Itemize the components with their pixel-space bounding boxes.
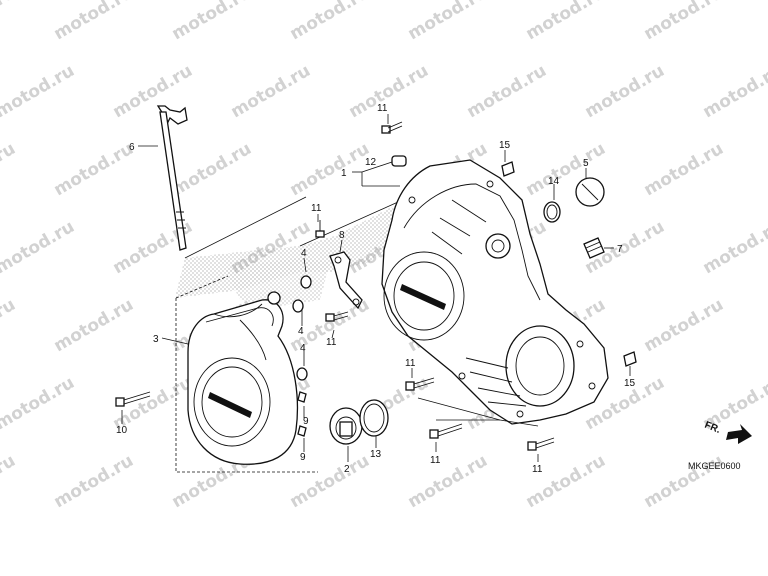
- watermark-text: motod.ru: [0, 217, 78, 278]
- watermark-text: motod.ru: [700, 61, 768, 122]
- watermark-text: motod.ru: [287, 0, 373, 44]
- watermark-text: motod.ru: [523, 0, 609, 44]
- callout-9a: 9: [303, 416, 309, 427]
- watermark-text: motod.ru: [0, 139, 19, 200]
- callout-11a: 11: [377, 103, 388, 114]
- callout-14: 14: [548, 176, 560, 187]
- watermark-text: motod.ru: [228, 61, 314, 122]
- grommet: [391, 155, 407, 167]
- watermark-text: motod.ru: [641, 295, 727, 356]
- callout-4b: 4: [298, 326, 304, 337]
- watermark-text: motod.ru: [0, 0, 19, 44]
- bracket-plate: [329, 251, 363, 310]
- watermark-text: motod.ru: [51, 0, 137, 44]
- main-crankcase-cover: [381, 159, 609, 425]
- watermark-text: motod.ru: [51, 295, 137, 356]
- callout-6: 6: [129, 142, 135, 153]
- watermark-text: motod.ru: [51, 451, 137, 512]
- watermark-text: motod.ru: [287, 139, 373, 200]
- callout-2: 2: [344, 464, 350, 475]
- watermark-text: motod.ru: [464, 61, 550, 122]
- callout-15b: 15: [624, 378, 636, 389]
- callout-10: 10: [116, 425, 128, 436]
- leader-lines: [121, 114, 631, 462]
- dowel-pins-right: [501, 161, 637, 367]
- callout-15a: 15: [499, 140, 511, 151]
- watermark-text: motod.ru: [0, 451, 19, 512]
- callout-labels: 1 2 3 4 4 4 5 6 7 8 9 9 10 11 11 11 11 1…: [116, 103, 636, 475]
- watermark-text: motod.ru: [0, 61, 78, 122]
- callout-11d: 11: [405, 358, 416, 369]
- callout-4a: 4: [301, 248, 307, 259]
- watermark-text: motod.ru: [582, 61, 668, 122]
- callout-9b: 9: [300, 452, 306, 463]
- callout-8: 8: [339, 230, 345, 241]
- callout-12: 12: [365, 157, 377, 168]
- watermark-text: motod.ru: [169, 139, 255, 200]
- gasket-shading: [175, 192, 420, 306]
- watermark-text: motod.ru: [169, 0, 255, 44]
- bolts: [115, 121, 555, 451]
- watermark-text: motod.ru: [346, 61, 432, 122]
- watermark-text: motod.ru: [641, 0, 727, 44]
- callout-5: 5: [583, 158, 589, 169]
- diagram-code: MKGEE0600: [688, 461, 741, 471]
- callout-4c: 4: [300, 343, 306, 354]
- watermark-text: motod.ru: [523, 451, 609, 512]
- callout-11e: 11: [430, 455, 441, 466]
- callout-13: 13: [370, 449, 382, 460]
- watermark-text: motod.ru: [405, 0, 491, 44]
- watermark-text: motod.ru: [51, 139, 137, 200]
- callout-7: 7: [617, 244, 623, 255]
- callout-1: 1: [341, 168, 347, 179]
- watermark-text: motod.ru: [0, 295, 19, 356]
- dowel-pins-left: [267, 275, 312, 437]
- shaft-part: [156, 105, 188, 251]
- cap-oring-spring: [543, 177, 605, 259]
- callout-3: 3: [153, 334, 159, 345]
- front-direction-arrow-icon: [726, 424, 752, 444]
- cover-group-outline: [175, 196, 399, 473]
- left-cover: [187, 299, 299, 465]
- watermark-text: motod.ru: [700, 217, 768, 278]
- watermark-text: motod.ru: [0, 373, 78, 434]
- callout-11b: 11: [311, 203, 322, 214]
- callout-11c: 11: [326, 337, 337, 348]
- callout-11f: 11: [532, 464, 543, 475]
- plug-and-oring: [329, 399, 389, 445]
- watermark-text: motod.ru: [641, 139, 727, 200]
- watermark-text: motod.ru: [405, 451, 491, 512]
